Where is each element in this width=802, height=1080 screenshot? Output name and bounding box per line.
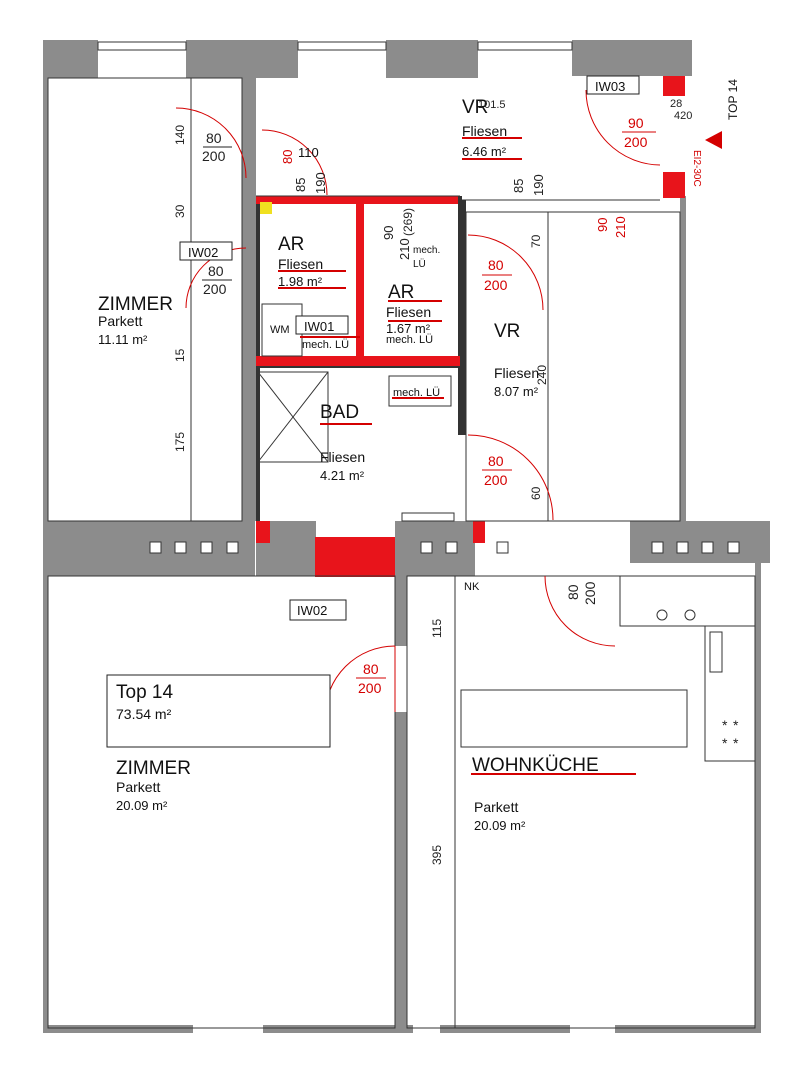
- dim-269: (269): [401, 208, 415, 236]
- walls: [43, 40, 770, 1033]
- door6-width: 80: [488, 453, 504, 469]
- room-floor-zimmer-large: Parkett: [116, 779, 160, 795]
- dim-90r: 90: [595, 218, 610, 232]
- dim-210a: 210: [397, 238, 412, 260]
- small-labels: WM mech. LÜ mech. LÜ mech. LÜ mech. LÜ N…: [270, 79, 740, 593]
- vent-1: mech. LÜ: [302, 339, 349, 351]
- room-area-ar-2: 1.67 m²: [386, 321, 431, 336]
- vent-2: mech. LÜ: [393, 387, 440, 399]
- door5-height: 200: [484, 277, 508, 293]
- door6-height: 200: [484, 472, 508, 488]
- room-name-vr-top: VR: [462, 97, 488, 118]
- room-floor-vr-top: Fliesen: [462, 123, 507, 139]
- tag-box-iw02a: [179, 241, 233, 261]
- tag-iw01: IW01: [304, 319, 334, 334]
- dim-190a: 190: [313, 172, 328, 194]
- linear-dimensions: 140 30 15 175 85 190 85 190 90 210 (269)…: [173, 98, 692, 865]
- room-floor-bad: Fliesen: [320, 449, 365, 465]
- tag-box-iw03: [586, 75, 640, 95]
- tags: IW03 IW02 IW01 IW02: [106, 75, 640, 748]
- door-swings: [175, 89, 661, 717]
- room-name-bad: BAD: [320, 402, 359, 423]
- dim-115: 115: [430, 619, 444, 638]
- room-name-ar-1: AR: [278, 234, 304, 255]
- tag-iw03: IW03: [595, 79, 625, 94]
- room-area-bad: 4.21 m²: [320, 468, 365, 483]
- stove-icon: * * * *: [722, 717, 739, 751]
- dim-90: 90: [381, 226, 396, 240]
- fire-walls: [256, 76, 685, 577]
- dim-140: 140: [173, 125, 187, 145]
- door8-height: 200: [582, 581, 598, 605]
- door7-width: 80: [363, 661, 379, 677]
- dim-60: 60: [529, 486, 543, 500]
- apartment-marker-arrow: [705, 131, 722, 149]
- apartment-label-box: [106, 674, 331, 748]
- svg-text:*: *: [722, 717, 728, 733]
- room-floor-zimmer-small: Parkett: [98, 313, 142, 329]
- door1-width: 80: [206, 130, 222, 146]
- svg-text:*: *: [733, 717, 739, 733]
- tag-box-iw02b: [289, 599, 347, 621]
- vent-5: mech. LÜ: [386, 334, 433, 346]
- door-dimensions: 80 200 80 200 80 110 90 200 80 200 80 20…: [202, 115, 656, 696]
- dim-420: 420: [674, 110, 692, 122]
- room-area-zimmer-small: 11.11 m²: [98, 332, 148, 347]
- dim-240: 240: [535, 365, 549, 385]
- dim-175: 175: [173, 432, 187, 452]
- dim-15: 15: [173, 348, 187, 362]
- door8-width: 80: [565, 584, 581, 600]
- dim-85b: 85: [511, 179, 526, 193]
- room-name-vr-mid: VR: [494, 321, 520, 342]
- dim-1015: 101.5: [478, 99, 506, 111]
- room-area-ar-1: 1.98 m²: [278, 274, 323, 289]
- tag-iw02a: IW02: [188, 245, 218, 260]
- door3-width: 80: [280, 150, 295, 164]
- tag-ei30: EI2-30C: [691, 150, 702, 187]
- tag-box-iw01: [295, 315, 349, 335]
- label-underlines: [278, 137, 636, 775]
- room-floor-vr-mid: Fliesen: [494, 365, 539, 381]
- dim-28: 28: [670, 98, 682, 110]
- room-area-vr-top: 6.46 m²: [462, 144, 507, 159]
- room-floor-ar-1: Fliesen: [278, 256, 323, 272]
- svg-text:*: *: [722, 735, 728, 751]
- room-name-zimmer-large: ZIMMER: [116, 758, 191, 779]
- door4-width: 90: [628, 115, 644, 131]
- dim-210b: 210: [613, 216, 628, 238]
- door1-height: 200: [202, 148, 226, 164]
- room-name-ar-2: AR: [388, 282, 414, 303]
- room-area-vr-mid: 8.07 m²: [494, 384, 539, 399]
- tag-wm: WM: [270, 324, 290, 336]
- dim-395: 395: [430, 845, 444, 865]
- room-area-zimmer-large: 20.09 m²: [116, 798, 168, 813]
- tag-nk: NK: [464, 581, 480, 593]
- door2-height: 200: [203, 281, 227, 297]
- tag-iw02b: IW02: [297, 603, 327, 618]
- apartment-area: 73.54 m²: [116, 706, 172, 722]
- apartment-marker: TOP 14: [726, 79, 740, 120]
- room-floor-wohnkueche: Parkett: [474, 799, 518, 815]
- door7-height: 200: [358, 680, 382, 696]
- door5-width: 80: [488, 257, 504, 273]
- room-name-wohnkueche: WOHNKÜCHE: [472, 755, 599, 776]
- dim-70: 70: [529, 234, 543, 248]
- room-floor-ar-2: Fliesen: [386, 304, 431, 320]
- dim-190b: 190: [531, 174, 546, 196]
- door3-height: 110: [298, 145, 319, 160]
- vent-4: LÜ: [413, 258, 426, 270]
- svg-text:*: *: [733, 735, 739, 751]
- room-name-zimmer-small: ZIMMER: [98, 294, 173, 315]
- door2-width: 80: [208, 263, 224, 279]
- vent-3: mech.: [413, 245, 440, 256]
- room-area-wohnkueche: 20.09 m²: [474, 818, 526, 833]
- door4-height: 200: [624, 134, 648, 150]
- apartment-label: Top 14: [116, 682, 173, 703]
- fixtures: [47, 77, 756, 1029]
- room-labels: ZIMMER Parkett 11.11 m² VR Fliesen 6.46 …: [98, 97, 599, 833]
- dim-85a: 85: [293, 178, 308, 192]
- dim-30: 30: [173, 204, 187, 218]
